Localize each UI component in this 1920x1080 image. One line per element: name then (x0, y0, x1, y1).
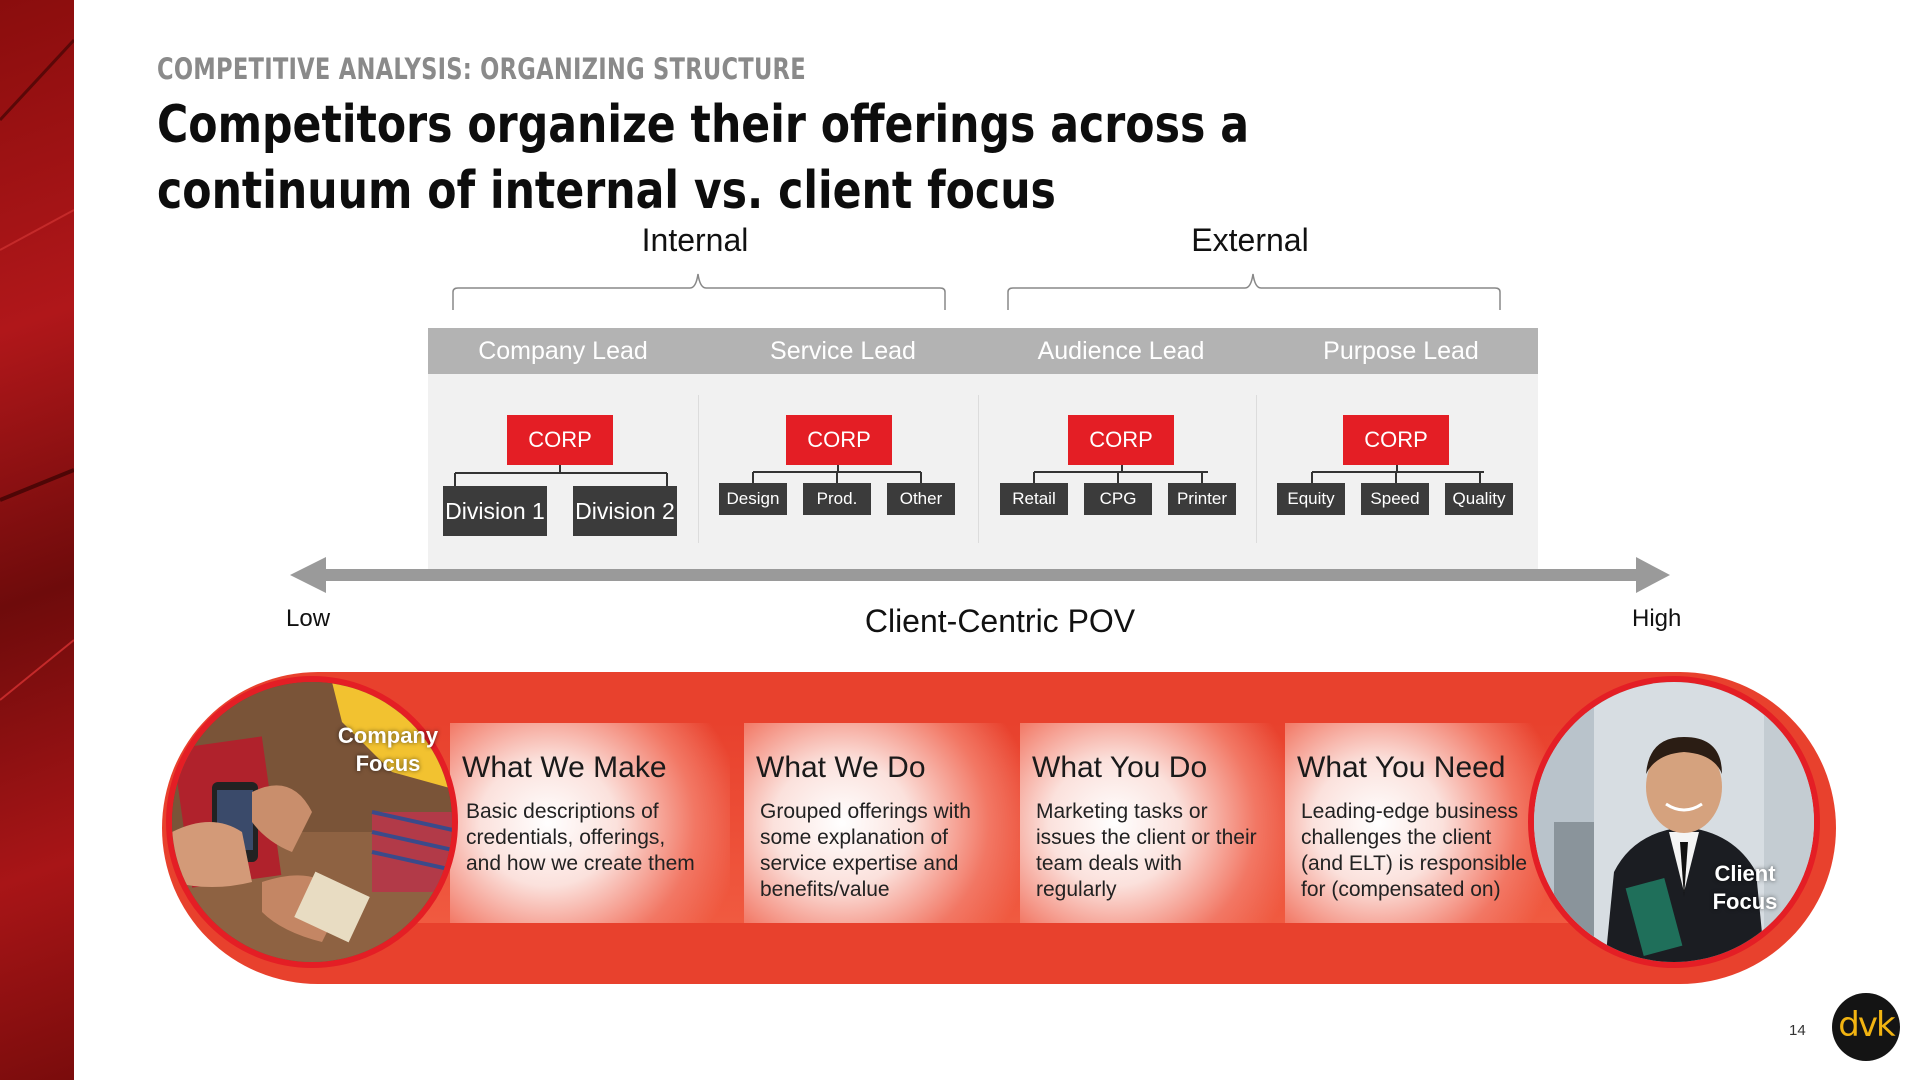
decorative-side-band (0, 0, 74, 1080)
segment-title: What We Make (462, 751, 667, 784)
corp-box-service-lead: CORP (786, 415, 892, 465)
segment-title: What You Need (1297, 751, 1506, 784)
company-focus-photo (166, 676, 458, 968)
header-purpose-lead: Purpose Lead (1323, 337, 1479, 365)
header-company-lead: Company Lead (478, 337, 648, 365)
segment-title: What You Do (1032, 751, 1208, 784)
other-box: Other (887, 483, 955, 515)
speed-box: Speed (1361, 483, 1429, 515)
bracket-internal (452, 273, 946, 310)
slide-headline: Competitors organize their offerings acr… (157, 95, 1249, 221)
division-1-box: Division 1 (443, 486, 547, 536)
slide-kicker: COMPETITIVE ANALYSIS: ORGANIZING STRUCTU… (157, 52, 806, 86)
businessman-image (1534, 682, 1814, 962)
equity-box: Equity (1277, 483, 1345, 515)
quality-box: Quality (1445, 483, 1513, 515)
client-focus-label: Client Focus (1712, 861, 1778, 914)
segment-body: Basic descriptions of credentials, offer… (466, 800, 695, 875)
segment-highlight (1285, 723, 1550, 923)
group-label-internal: Internal (641, 222, 749, 258)
segment-highlight (1020, 723, 1290, 923)
segment-body: Marketing tasks or issues the client or … (1036, 800, 1257, 901)
structure-header-bar: Company Lead Service Lead Audience Lead … (428, 328, 1538, 374)
org-chart-panel (428, 374, 1538, 574)
division-2-box: Division 2 (573, 486, 677, 536)
bracket-external (1007, 273, 1501, 310)
column-divider (1256, 395, 1257, 543)
continuum-segment: What We Make Basic descriptions of crede… (450, 723, 730, 923)
axis-high-label: High (1632, 605, 1682, 632)
continuum-segment: What You Need Leading-edge business chal… (1285, 723, 1550, 923)
column-divider (698, 395, 699, 543)
client-centric-axis-arrow (290, 557, 1670, 593)
segment-title: What We Do (756, 751, 926, 784)
continuum-segment: What We Do Grouped offerings with some e… (744, 723, 1024, 923)
segment-highlight (744, 723, 1024, 923)
page-number: 14 (1789, 1022, 1806, 1039)
prod-box: Prod. (803, 483, 871, 515)
company-focus-label: Company Focus (337, 723, 439, 776)
design-box: Design (719, 483, 787, 515)
corp-box-audience-lead: CORP (1068, 415, 1174, 465)
retail-box: Retail (1000, 483, 1068, 515)
axis-low-label: Low (286, 605, 331, 632)
segment-body: Grouped offerings with some explanation … (760, 800, 971, 901)
cpg-box: CPG (1084, 483, 1152, 515)
printer-box: Printer (1168, 483, 1236, 515)
column-divider (978, 395, 979, 543)
segment-body: Leading-edge business challenges the cli… (1301, 800, 1528, 901)
side-band-pattern (0, 38, 74, 701)
axis-title: Client-Centric POV (864, 603, 1136, 639)
corp-box-company-lead: CORP (507, 415, 613, 465)
header-service-lead: Service Lead (770, 337, 916, 365)
group-label-external: External (1191, 222, 1309, 258)
dvk-logo: dvk (1832, 993, 1900, 1061)
corp-box-purpose-lead: CORP (1343, 415, 1449, 465)
header-audience-lead: Audience Lead (1037, 337, 1205, 365)
segment-highlight (450, 723, 730, 923)
client-focus-photo (1528, 676, 1820, 968)
continuum-segment: What You Do Marketing tasks or issues th… (1020, 723, 1290, 923)
